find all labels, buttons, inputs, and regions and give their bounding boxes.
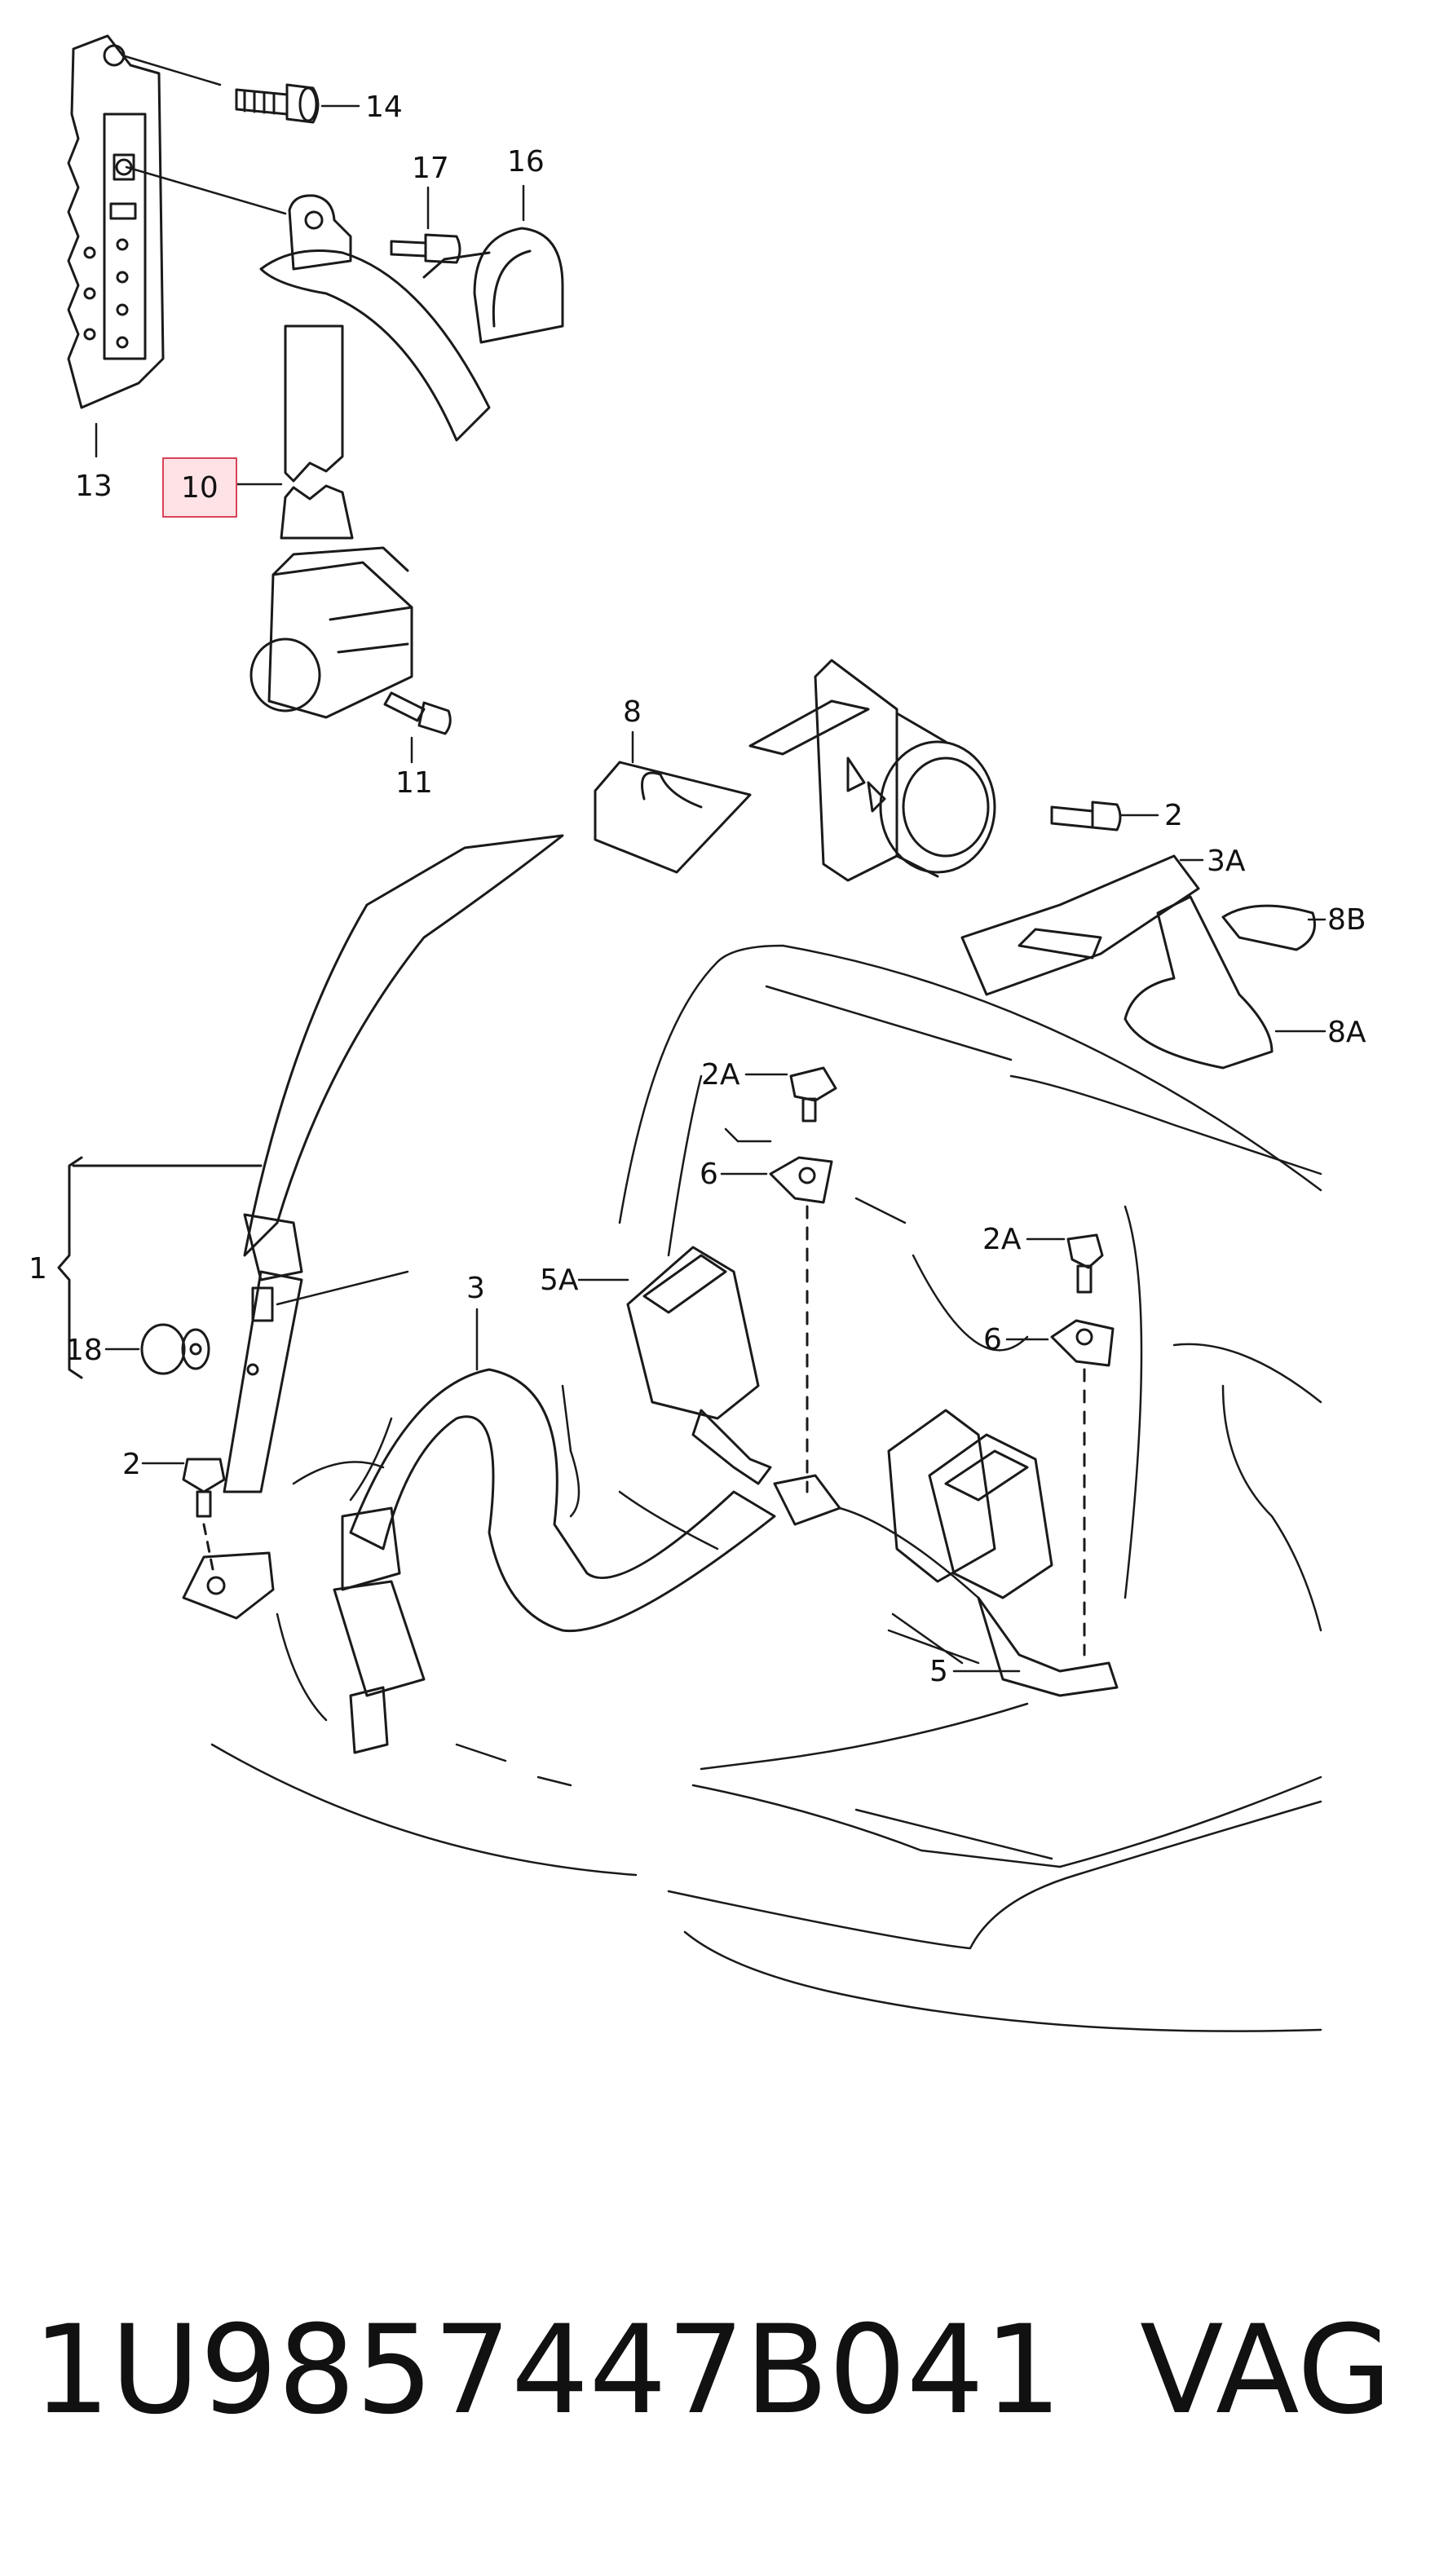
bolt-11-drawing: [383, 691, 452, 735]
bolt-2-top-drawing: [1050, 801, 1122, 831]
upper-anchor-drawing: [259, 194, 491, 442]
lap-belt-3-drawing: [333, 1368, 776, 1754]
leader-lines: [95, 54, 1327, 1673]
buckle-5-drawing: [887, 1409, 1119, 1697]
clip-8-drawing: [594, 761, 752, 874]
callout-8b: 8B: [1327, 903, 1366, 937]
part-number: 1U9857447B041: [33, 2300, 1062, 2441]
callout-3a: 3A: [1207, 845, 1246, 878]
bolt-17-drawing: [390, 233, 461, 264]
callout-17: 17: [412, 152, 449, 185]
bolt-2a-right-drawing: [1066, 1233, 1104, 1294]
retractor-drawing: [249, 546, 413, 719]
callout-5a: 5A: [540, 1264, 579, 1297]
callout-3: 3: [466, 1272, 485, 1305]
callout-6-top: 6: [700, 1158, 718, 1191]
seat-belt-parts-diagram: 14 17 16 13 10 11 8 2 3A 8B 8A 2A 6 1 18…: [29, 34, 1366, 2032]
rear-belt-3a-drawing: [960, 854, 1316, 1070]
cover-16-drawing: [473, 227, 564, 344]
callout-2-top: 2: [1164, 799, 1183, 832]
seat-outline-drawing: [210, 944, 1322, 2032]
bolt-2-lower-drawing: [182, 1458, 226, 1575]
callout-2-lower: 2: [122, 1448, 141, 1481]
callout-8: 8: [623, 695, 642, 729]
callout-6-right: 6: [983, 1323, 1002, 1356]
rear-retractor-drawing: [748, 659, 996, 882]
buckle-5a-drawing: [626, 1246, 841, 1526]
callout-11: 11: [395, 766, 433, 800]
brand-name: VAG: [1140, 2300, 1393, 2441]
callout-13: 13: [75, 470, 113, 503]
callout-labels: 14 17 16 13 10 11 8 2 3A 8B 8A 2A 6 1 18…: [29, 90, 1366, 1688]
bolt-14-drawing: [235, 83, 320, 124]
belt-webbing-drawing: [280, 324, 354, 540]
callout-1: 1: [29, 1252, 47, 1286]
callout-10: 10: [181, 471, 219, 505]
washer-6-top-drawing: [769, 1156, 833, 1493]
front-belt-drawing: [182, 834, 564, 1620]
callout-1-brace: [57, 1156, 263, 1379]
callout-5: 5: [929, 1655, 948, 1688]
plug-18-drawing: [140, 1323, 210, 1375]
part-number-footer: 1U9857447B041 VAG: [33, 2289, 1419, 2452]
callout-8a: 8A: [1327, 1016, 1366, 1049]
washer-6-right-drawing: [1050, 1319, 1115, 1656]
callout-2a-right: 2A: [982, 1223, 1022, 1256]
callout-18: 18: [65, 1334, 103, 1367]
bolt-2a-top-drawing: [789, 1066, 837, 1123]
callout-2a-top: 2A: [701, 1058, 740, 1092]
highlight-box-10: [162, 457, 237, 518]
pillar-bracket-drawing: [67, 34, 165, 409]
callout-16: 16: [507, 145, 545, 179]
callout-14: 14: [365, 90, 403, 124]
